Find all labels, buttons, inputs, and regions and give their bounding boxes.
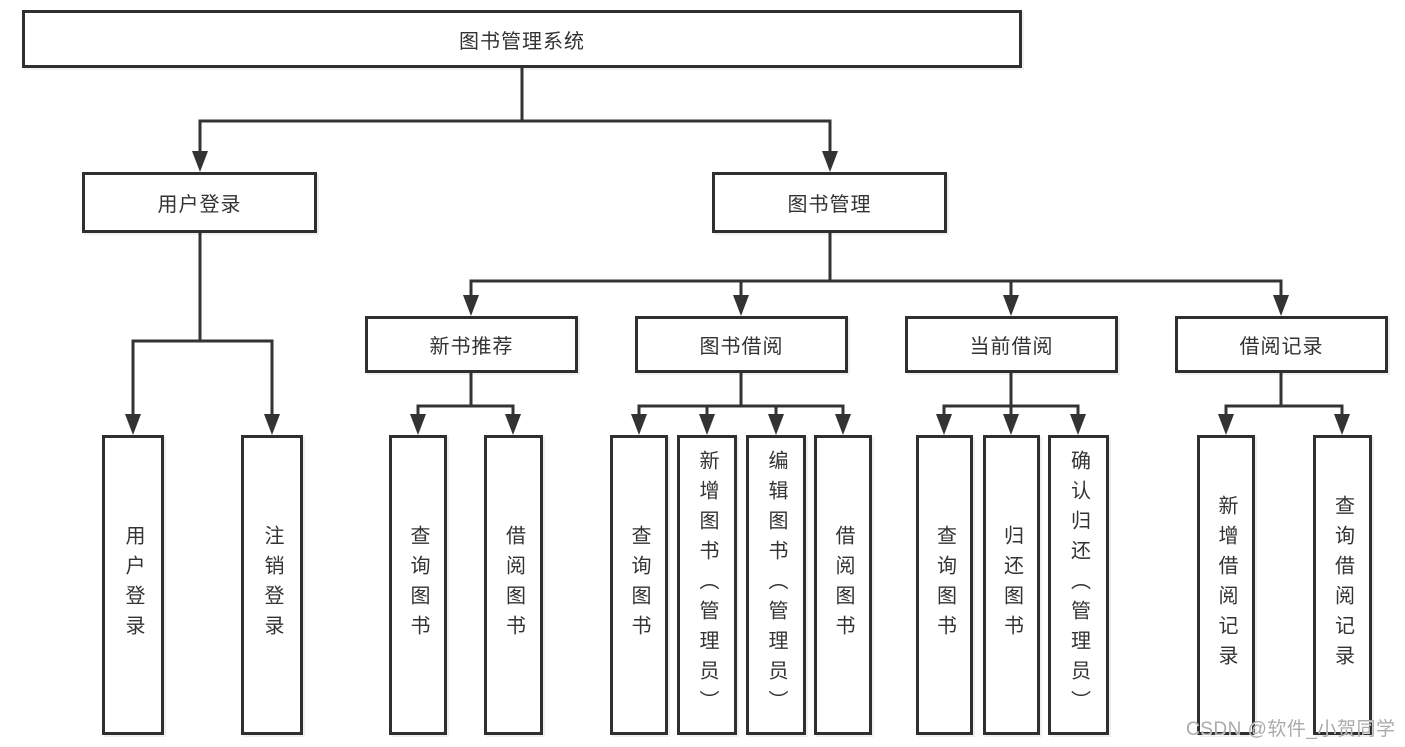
- leaf-add-book-admin: 新增图书（管理员）: [677, 435, 737, 735]
- node-borrow-records: 借阅记录: [1175, 316, 1388, 373]
- leaf-query-books-recommend: 查询图书: [389, 435, 447, 735]
- leaf-add-borrow-record: 新增借阅记录: [1197, 435, 1255, 735]
- leaf-user-login: 用户登录: [102, 435, 164, 735]
- csdn-watermark: CSDN @软件_小贺同学: [1186, 719, 1396, 740]
- leaf-query-books-current: 查询图书: [916, 435, 973, 735]
- node-new-book-recommend: 新书推荐: [365, 316, 578, 373]
- down-arrowhead-icons: [125, 151, 1350, 435]
- tree-edges: [131, 66, 1344, 419]
- node-root: 图书管理系统: [22, 10, 1022, 68]
- leaf-confirm-return-admin: 确认归还（管理员）: [1048, 435, 1109, 735]
- leaf-query-borrow-record: 查询借阅记录: [1313, 435, 1372, 735]
- node-book-borrow: 图书借阅: [635, 316, 848, 373]
- leaf-logout: 注销登录: [241, 435, 303, 735]
- node-user-login: 用户登录: [82, 172, 317, 233]
- node-current-borrow: 当前借阅: [905, 316, 1118, 373]
- node-book-management: 图书管理: [712, 172, 947, 233]
- leaf-borrow-books: 借阅图书: [814, 435, 872, 735]
- leaf-borrow-books-recommend: 借阅图书: [484, 435, 543, 735]
- leaf-query-books-borrow: 查询图书: [610, 435, 668, 735]
- leaf-edit-book-admin: 编辑图书（管理员）: [746, 435, 806, 735]
- leaf-return-books: 归还图书: [983, 435, 1040, 735]
